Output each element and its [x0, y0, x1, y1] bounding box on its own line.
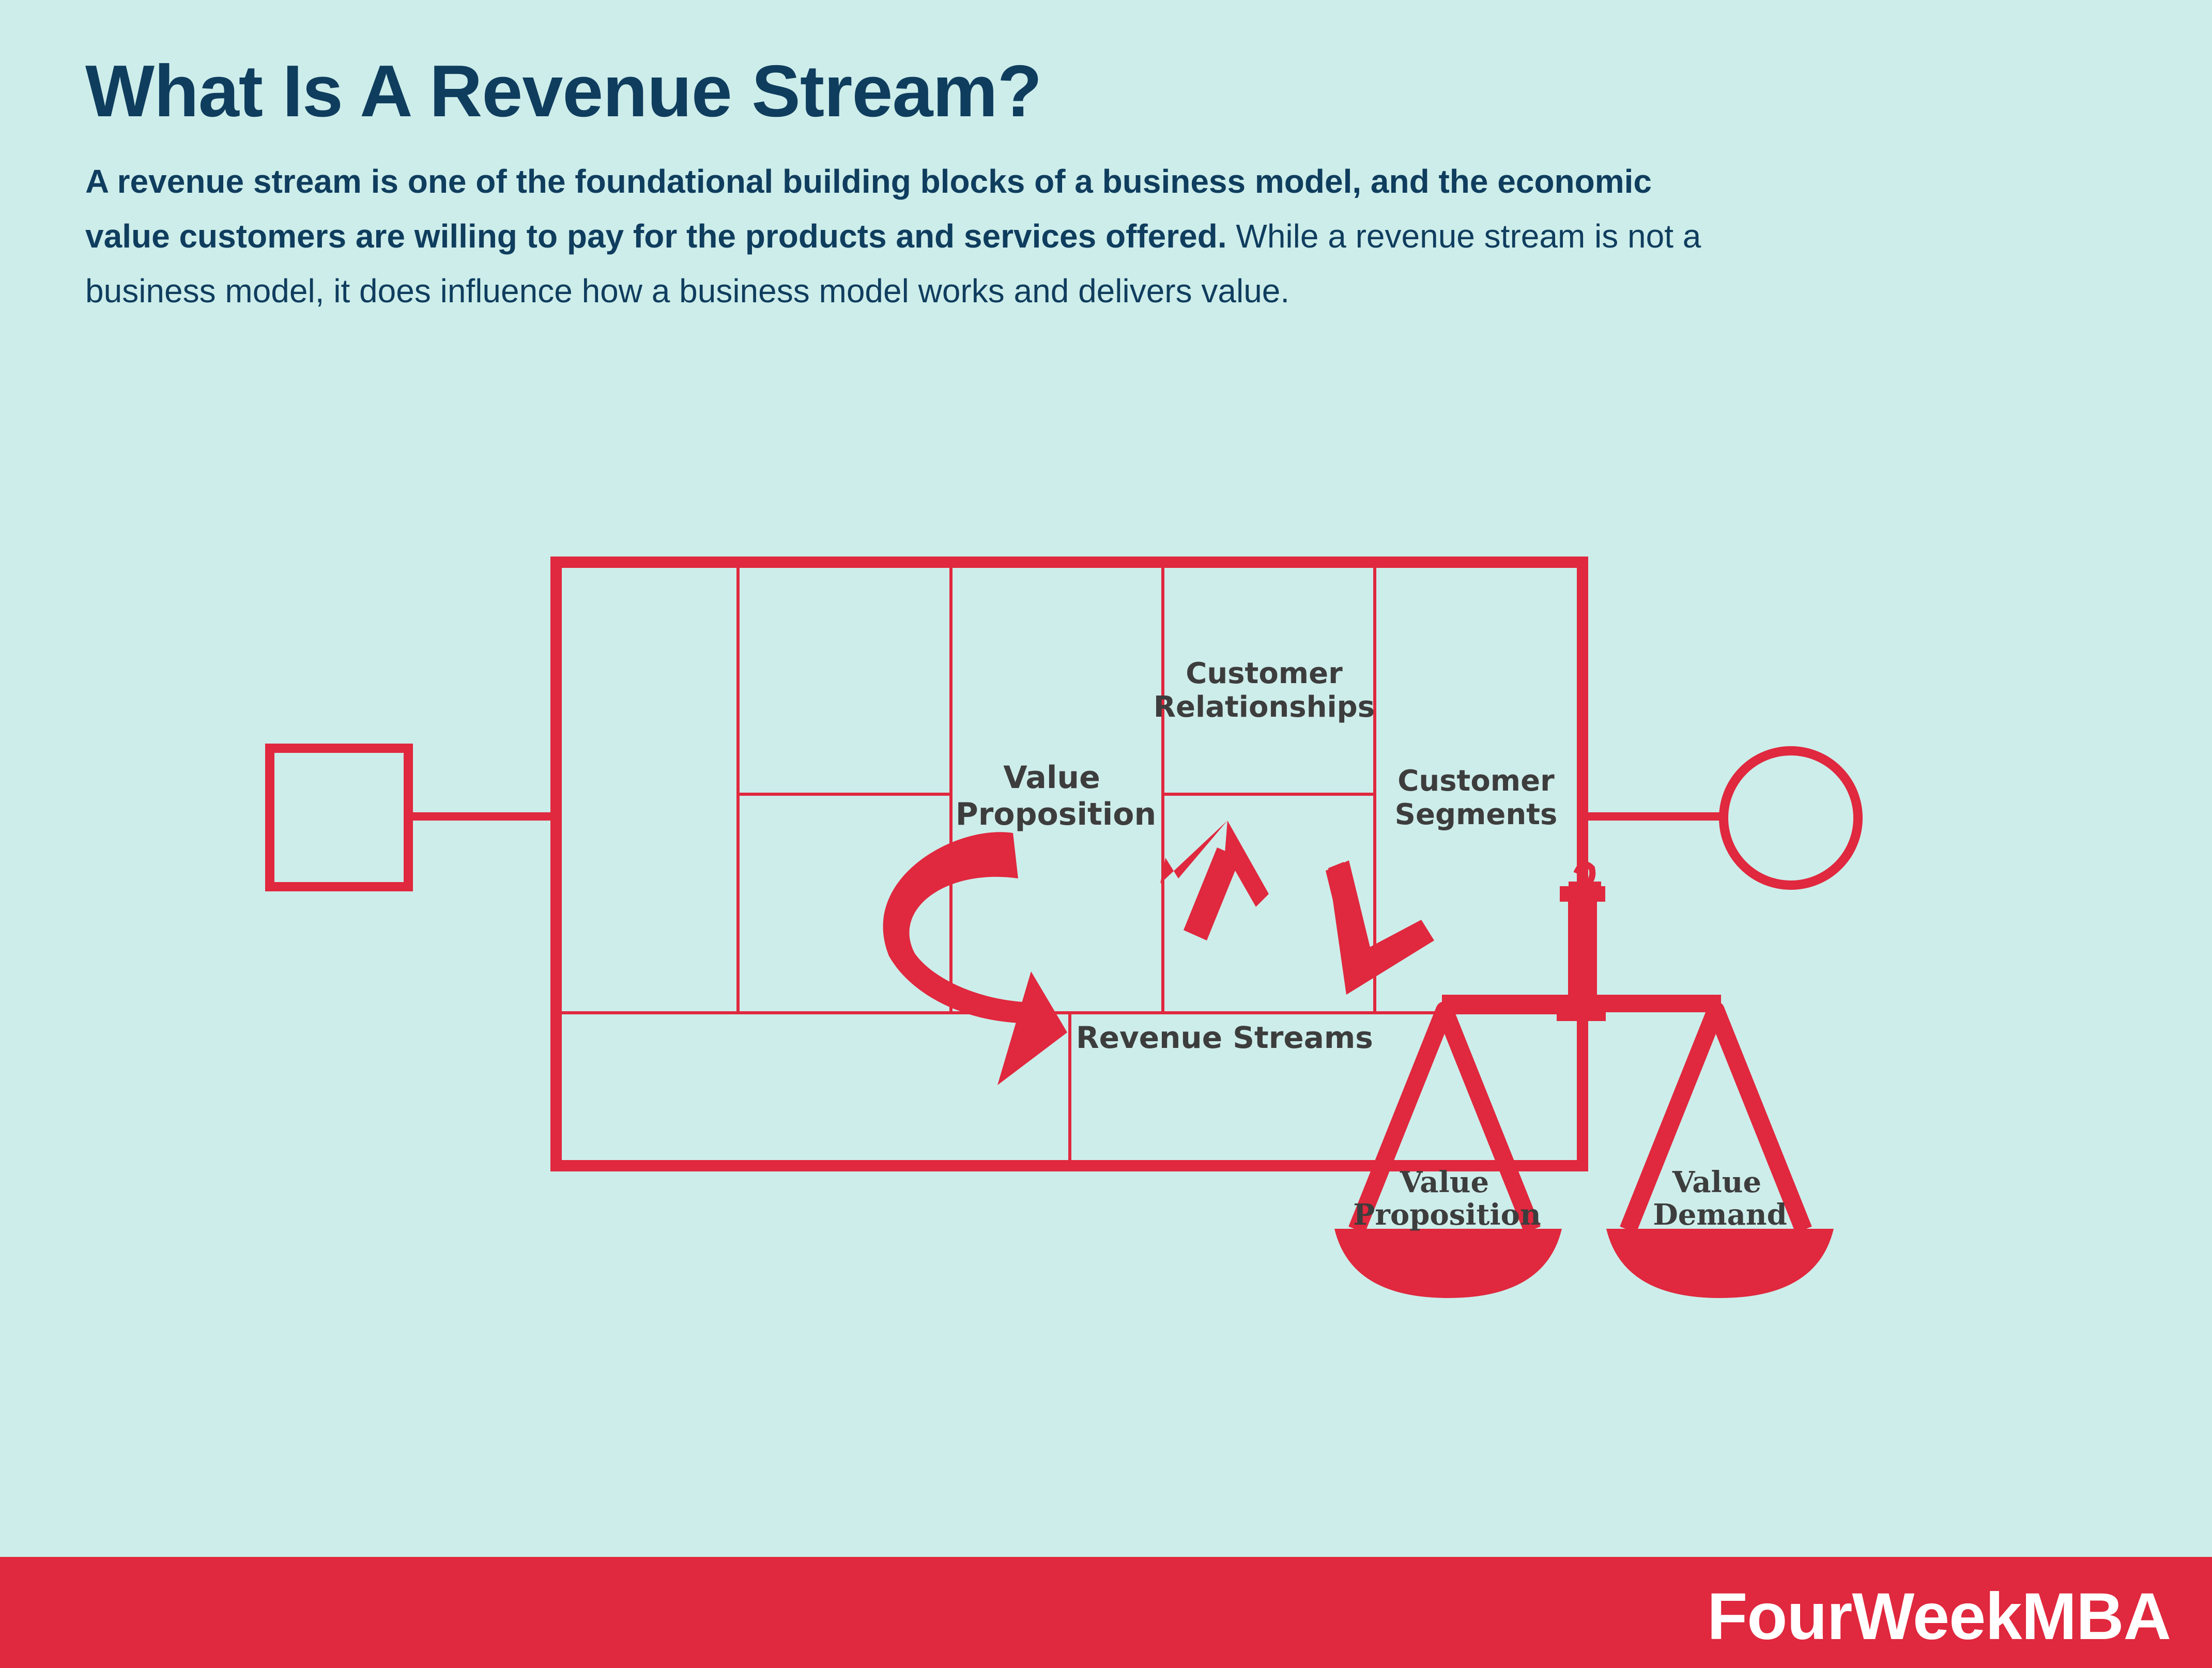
right-pan — [1606, 1229, 1834, 1298]
value-proposition-label-line2: Proposition — [956, 796, 1156, 832]
scale-top-ornament-icon — [1569, 861, 1601, 888]
down-arrow-icon — [1326, 860, 1434, 995]
customer-segments-label-line1: Customer — [1397, 764, 1555, 798]
scale-beam — [1442, 995, 1721, 1012]
balance-scale: Value Proposition Value Demand — [1334, 861, 1834, 1298]
revenue-streams-label: Revenue Streams — [1076, 1020, 1373, 1055]
curved-arrow-icon — [883, 832, 1067, 1085]
left-pan-label-line1: Value — [1400, 1165, 1489, 1199]
customer-segments-label-line2: Segments — [1395, 798, 1558, 831]
square-symbol — [265, 744, 413, 891]
right-pan-label-line2: Demand — [1653, 1198, 1787, 1232]
circle-symbol — [1719, 746, 1863, 890]
customer-relationships-label-line2: Relationships — [1154, 690, 1375, 724]
canvas-grid-lines — [556, 562, 1583, 1166]
left-pan-label-line2: Proposition — [1353, 1198, 1541, 1232]
left-pan — [1334, 1229, 1562, 1298]
business-model-diagram: Value Proposition Value Demand Value Pro… — [265, 557, 1863, 1298]
up-arrow-icon — [1160, 821, 1269, 940]
right-pan-label-line1: Value — [1672, 1165, 1761, 1199]
intro-bold-text: A revenue stream is one of the foundatio… — [85, 163, 1652, 255]
brand-logo: FourWeekMBA — [1707, 1580, 2171, 1654]
intro-paragraph: A revenue stream is one of the foundatio… — [85, 154, 1713, 318]
value-proposition-label-line1: Value — [1003, 760, 1100, 796]
header: What Is A Revenue Stream? A revenue stre… — [85, 49, 1739, 318]
left-pan-chains — [1348, 1001, 1541, 1233]
intro-regular-text: While a revenue stream is not a business… — [85, 218, 1701, 310]
right-pan-chains — [1620, 1001, 1812, 1233]
customer-relationships-label-line1: Customer — [1186, 657, 1343, 690]
page-title: What Is A Revenue Stream? — [85, 50, 1042, 132]
footer-bar: FourWeekMBA — [0, 1557, 2212, 1668]
